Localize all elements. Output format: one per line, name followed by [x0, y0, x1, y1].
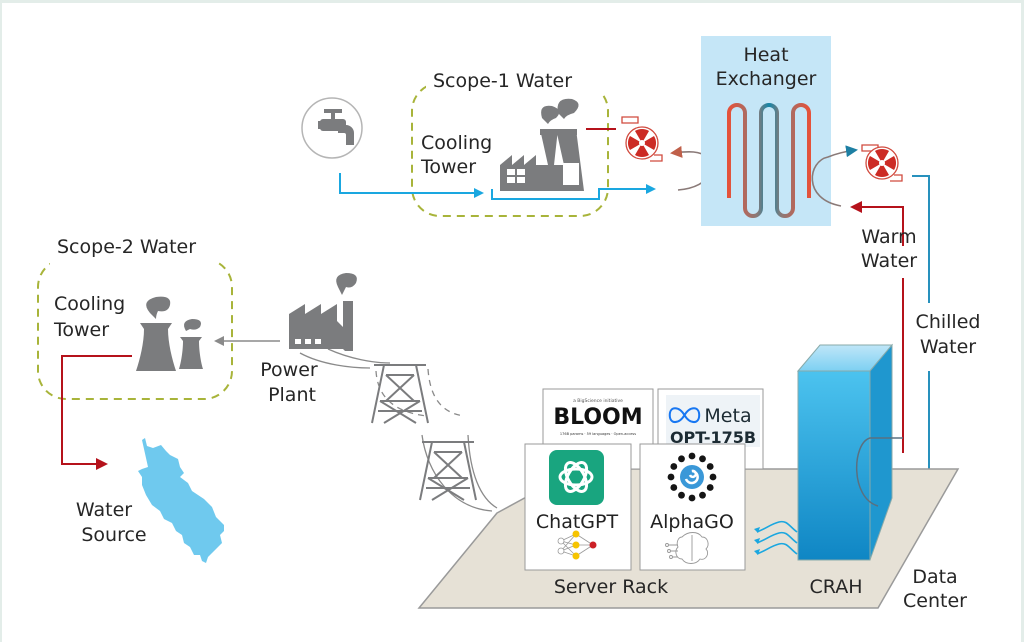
heat-exchanger: Heat Exchanger: [701, 36, 831, 226]
heat-exchanger-coil-icon: [727, 103, 811, 218]
alphago-dot: [678, 455, 685, 463]
data-center-label-line1: Data: [912, 566, 957, 588]
power-lines: [299, 348, 498, 512]
scope-1-cooling-label-line2: Tower: [420, 156, 476, 178]
chilled-water-label-line2: Water: [920, 336, 976, 358]
openai-knot-icon: [558, 461, 594, 493]
crah-label: CRAH: [810, 576, 863, 598]
alphago-dot: [678, 491, 685, 499]
scope-2-cooling-label-line2: Tower: [53, 319, 109, 341]
opt-name: OPT-175B: [670, 428, 756, 447]
water-source-label-line1: Water: [76, 499, 132, 521]
scope-1-title: Scope-1 Water: [433, 70, 572, 92]
alphago-swirl: [684, 469, 699, 485]
bloom-tagline: a BigScience initiative: [573, 398, 623, 404]
bloom-subtitle: 176B params · 59 languages · Open-access: [560, 432, 636, 436]
alphago-dot: [670, 484, 678, 491]
water-footprint-diagram: Scope-1 Water Cooling Tower: [2, 3, 1021, 642]
alphago-dot: [706, 484, 714, 491]
alphago-dot: [699, 491, 706, 499]
alphago-dot: [688, 494, 696, 502]
pump-icon-right: [861, 144, 903, 182]
chilled-water-label-line1: Chilled: [916, 311, 981, 333]
pump-icon-left: [621, 116, 663, 162]
bloom-logo-text: BLOOM: [553, 405, 642, 430]
server-rack-label: Server Rack: [554, 576, 668, 598]
tower-to-exchanger-pipe: [491, 184, 656, 200]
chatgpt-model-card[interactable]: ChatGPT: [524, 443, 632, 571]
alphago-model-card[interactable]: AlphaGO: [639, 443, 746, 571]
scope-2-water-pipe: [61, 355, 132, 470]
intake-water-pipe: [339, 173, 484, 198]
alphago-dot: [706, 463, 714, 470]
alphago-label: AlphaGO: [650, 511, 734, 533]
water-tap-icon: [301, 97, 363, 159]
cooling-tower-factory-icon: [500, 98, 584, 191]
airflow-icon: [754, 520, 798, 555]
scope-2-title: Scope-2 Water: [57, 236, 196, 258]
water-source-label-line2: Source: [81, 524, 146, 546]
scope-2-boundary: [37, 241, 233, 400]
alphago-logo-icon: [667, 452, 717, 502]
exchanger-loop-right: [811, 145, 858, 207]
power-plant-label-line2: Plant: [268, 384, 316, 406]
warm-water-label-line1: Warm: [861, 226, 916, 248]
meta-infinity-icon: [668, 407, 701, 424]
lake-icon: [138, 438, 224, 563]
power-plant-label-line1: Power: [260, 359, 318, 381]
data-center-label-line2: Center: [903, 590, 967, 612]
cooling-tower-icon: [136, 296, 203, 371]
alphago-dot: [709, 473, 717, 481]
warm-water-label-line2: Water: [861, 250, 917, 272]
chatgpt-label: ChatGPT: [536, 511, 619, 533]
alphago-dot: [667, 473, 675, 481]
crah-unit-icon: [796, 343, 903, 561]
alphago-dot: [670, 463, 678, 470]
alphago-dot: [688, 452, 696, 460]
scope-1-cooling-label-line1: Cooling: [421, 132, 492, 154]
transmission-tower-icon: [371, 364, 429, 424]
brain-circuit-icon: [665, 532, 709, 564]
warm-water-pipe: [852, 207, 904, 453]
heat-exchanger-label-line1: Heat: [743, 44, 788, 66]
power-plant-icon: [289, 273, 357, 351]
scope-1-boundary: [411, 69, 609, 217]
heat-exchanger-label-line2: Exchanger: [716, 68, 817, 90]
neural-network-icon: [557, 530, 597, 560]
chatgpt-logo: [549, 450, 604, 505]
scope-2-cooling-label-line1: Cooling: [54, 293, 125, 315]
meta-brand: Meta: [704, 405, 751, 427]
transmission-tower-icon-2: [419, 441, 477, 501]
alphago-dot: [699, 455, 706, 463]
